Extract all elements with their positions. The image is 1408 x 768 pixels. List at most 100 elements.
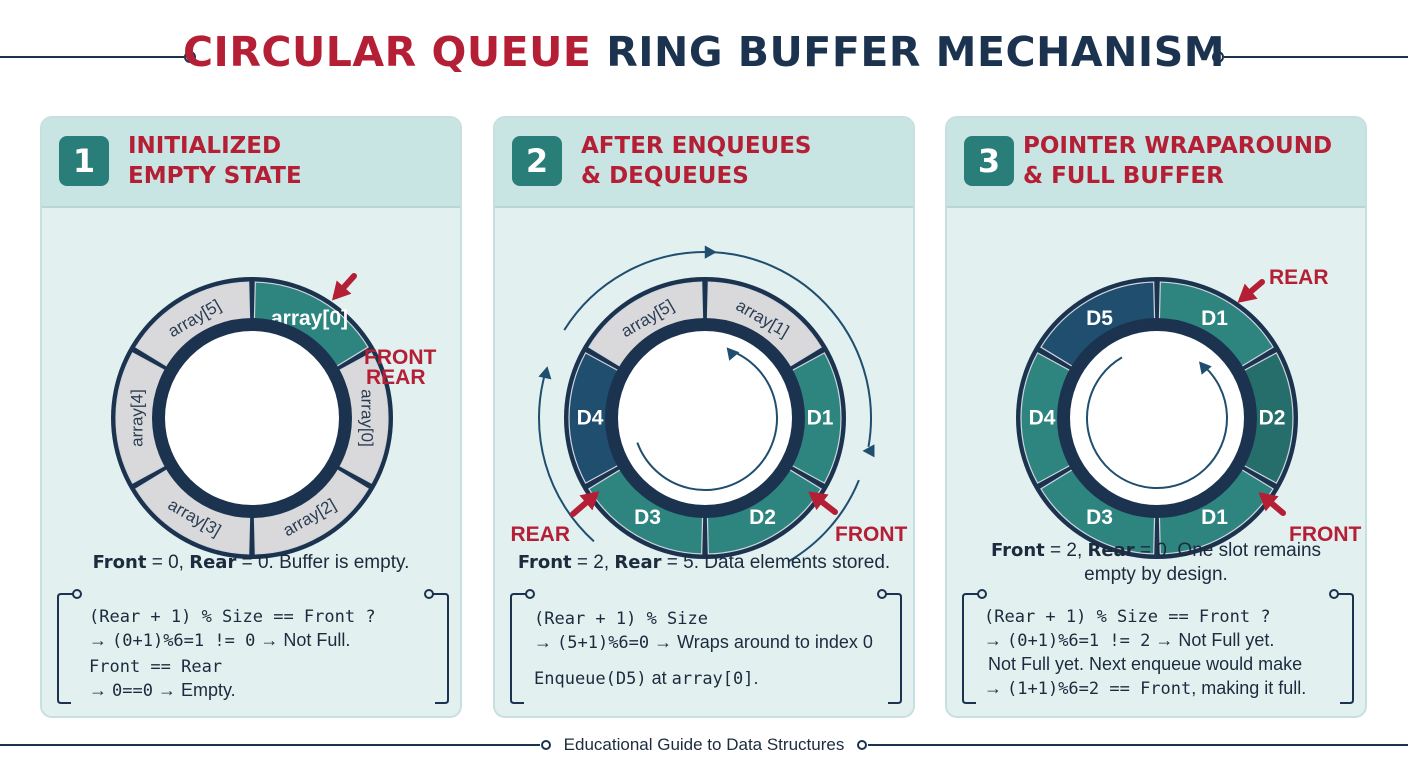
footer: Educational Guide to Data Structures — [0, 728, 1408, 764]
front-value: = 0, — [146, 552, 190, 573]
rear-value: = 5. Data elements stored. — [661, 552, 891, 573]
state-summary: Front = 2, Rear = 5. Data elements store… — [495, 551, 913, 575]
code-expression: (1+1)%6=2 == Front — [1007, 679, 1192, 699]
arrow-text: → — [984, 630, 1008, 650]
panel-heading: POINTER WRAPAROUND & FULL BUFFER — [1023, 131, 1353, 191]
circulation-arrow-icon — [1198, 361, 1212, 375]
circulation-arc — [538, 371, 595, 543]
slot-label: D3 — [1086, 506, 1113, 529]
code-line: (Rear + 1) % Size — [534, 606, 708, 631]
panel-heading-line: EMPTY STATE — [128, 163, 302, 189]
code-line: → (0+1)%6=1 != 0 → Not Full. — [89, 628, 350, 653]
code-line: (Rear + 1) % Size == Front ? — [89, 604, 376, 629]
label-rear: Rear — [1087, 540, 1135, 561]
panel-initialized: 1 INITIALIZED EMPTY STATE array[0]array[… — [40, 116, 462, 718]
circulation-arrow-icon — [538, 366, 552, 380]
slot-label: D4 — [1029, 407, 1056, 430]
ring-inner-band — [605, 318, 805, 518]
panel-heading-line: AFTER ENQUEUES — [581, 133, 812, 159]
code-result: → Not Full yet. — [1150, 630, 1275, 650]
panel-heading: INITIALIZED EMPTY STATE — [128, 131, 458, 191]
code-text: Not Full yet. Next enqueue would make — [988, 654, 1303, 674]
pointer-arrow-icon — [1258, 492, 1279, 512]
code-line: → (5+1)%6=0 → Wraps around to index 0 — [534, 630, 873, 655]
front-value: = 2, — [571, 552, 615, 573]
inner-circulation-arc — [636, 349, 778, 491]
arrow-text: → — [89, 630, 113, 650]
arrow-text: → — [534, 632, 558, 652]
code-expression: (Rear + 1) % Size — [534, 609, 708, 629]
label-front: Front — [517, 552, 572, 573]
rear-value: = 0. One slot remains — [1134, 540, 1322, 561]
pointer-label: REAR — [510, 523, 570, 546]
state-summary: Front = 2, Rear = 0. One slot remains em… — [947, 539, 1365, 587]
code-box: (Rear + 1) % Size == Front ? → (0+1)%6=1… — [57, 588, 449, 708]
code-text: . — [753, 668, 759, 688]
ring-inner-band — [152, 318, 352, 518]
pointer-arrow-icon — [1237, 283, 1258, 303]
pointer-label: REAR — [1269, 266, 1329, 289]
code-box: (Rear + 1) % Size == Front ? → (0+1)%6=1… — [962, 588, 1354, 708]
slot-label: D2 — [749, 506, 776, 529]
code-expression: Enqueue(D5) — [534, 669, 647, 689]
code-line: Not Full yet. Next enqueue would make — [988, 652, 1302, 676]
label-front: Front — [990, 540, 1045, 561]
code-line: → (1+1)%6=2 == Front, making it full. — [984, 676, 1306, 701]
code-expression: (0+1)%6=1 != 0 — [112, 631, 256, 651]
slot-label: D1 — [1201, 506, 1228, 529]
inner-circulation-arc — [1086, 356, 1228, 489]
ring-hole — [618, 331, 792, 505]
front-value: = 2, — [1044, 540, 1088, 561]
pointer-arrow-icon — [331, 280, 352, 301]
pointer-label: REAR — [366, 366, 426, 389]
title-navy: RING BUFFER MECHANISM — [606, 28, 1226, 76]
code-expression: (Rear + 1) % Size == Front ? — [89, 607, 376, 627]
panel-heading: AFTER ENQUEUES & DEQUEUES — [581, 131, 911, 191]
code-result: → Wraps around to index 0 — [649, 632, 873, 652]
pointer-label: FRONT — [835, 523, 907, 546]
pointer-label: FRONT — [364, 346, 436, 369]
code-brackets — [510, 589, 902, 704]
code-line: Enqueue(D5) at array[0]. — [534, 666, 759, 691]
code-expression: 0==0 — [112, 681, 153, 701]
label-rear: Rear — [614, 552, 662, 573]
state-summary-line: empty by design. — [1084, 564, 1228, 585]
slot-label: D1 — [807, 407, 834, 430]
slot-label: D3 — [634, 506, 661, 529]
panel-heading-line: INITIALIZED — [128, 133, 282, 159]
slot-label: array[0] — [358, 389, 377, 447]
code-result: , making it full. — [1191, 678, 1307, 698]
ring-hole — [1070, 331, 1244, 505]
label-front: Front — [92, 552, 147, 573]
step-number-badge: 2 — [512, 136, 562, 186]
ring-buffer-diagram: array[0]array[0]array[2]array[3]array[4]… — [111, 273, 436, 559]
arrow-text: → — [984, 678, 1008, 698]
state-summary: Front = 0, Rear = 0. Buffer is empty. — [42, 551, 460, 575]
code-line: → (0+1)%6=1 != 2 → Not Full yet. — [984, 628, 1274, 653]
label-rear: Rear — [189, 552, 237, 573]
panel-header: 3 POINTER WRAPAROUND & FULL BUFFER — [947, 118, 1365, 208]
title-red: CIRCULAR QUEUE — [182, 28, 592, 76]
code-result: → Empty. — [152, 680, 236, 700]
pointer-arrow-icon — [808, 491, 829, 511]
pointer-arrow-icon — [579, 491, 600, 511]
arrow-text: → — [89, 680, 113, 700]
footer-caption: Educational Guide to Data Structures — [563, 735, 845, 754]
slot-label: D2 — [1259, 407, 1286, 430]
page-title: CIRCULAR QUEUE RING BUFFER MECHANISM — [0, 28, 1408, 76]
title-row: CIRCULAR QUEUE RING BUFFER MECHANISM — [0, 0, 1408, 110]
footer-decoration — [0, 740, 1408, 750]
code-box: (Rear + 1) % Size → (5+1)%6=0 → Wraps ar… — [510, 588, 902, 708]
step-number-badge: 3 — [964, 136, 1014, 186]
ring-inner-band — [1057, 318, 1257, 518]
code-line: (Rear + 1) % Size == Front ? — [984, 604, 1271, 629]
circulation-arrow-icon — [726, 347, 740, 361]
pointer-label: FRONT — [1289, 523, 1361, 546]
slot-label: array[4] — [128, 389, 147, 447]
code-brackets — [57, 589, 449, 704]
slot-label: D1 — [1201, 307, 1228, 330]
code-brackets — [962, 589, 1354, 704]
code-expression: Front == Rear — [89, 657, 223, 677]
